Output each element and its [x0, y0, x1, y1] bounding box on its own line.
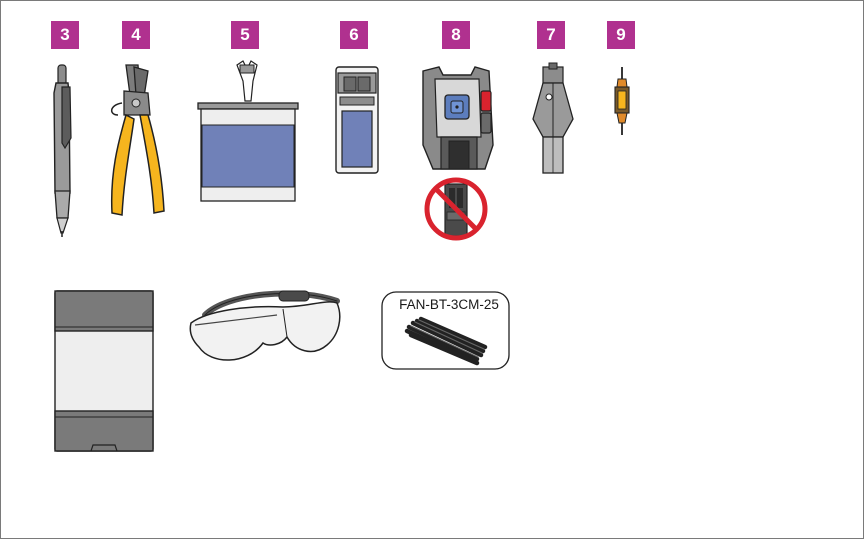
pen-icon: [48, 63, 78, 238]
cleaver-holder-icon: [334, 65, 380, 175]
storage-case-icon: [53, 289, 155, 454]
kit-part-number: FAN-BT-3CM-25: [389, 297, 509, 312]
badge-connector: 9: [607, 21, 635, 49]
badge-pen: 3: [51, 21, 79, 49]
fiber-stripper-icon: [104, 63, 168, 223]
badge-holder: 6: [340, 21, 368, 49]
connector-tool-icon: [531, 63, 575, 177]
safety-glasses-icon: [187, 285, 345, 367]
fiber-connector-icon: [611, 67, 633, 137]
badge-connector-tool: 7: [537, 21, 565, 49]
wipes-container-icon: [195, 59, 301, 204]
badge-wipes: 5: [231, 21, 259, 49]
badge-stripper: 4: [122, 21, 150, 49]
badge-cleaver: 8: [442, 21, 470, 49]
fiber-cleaver-icon: [419, 65, 499, 175]
no-adapter-icon: [421, 176, 491, 242]
